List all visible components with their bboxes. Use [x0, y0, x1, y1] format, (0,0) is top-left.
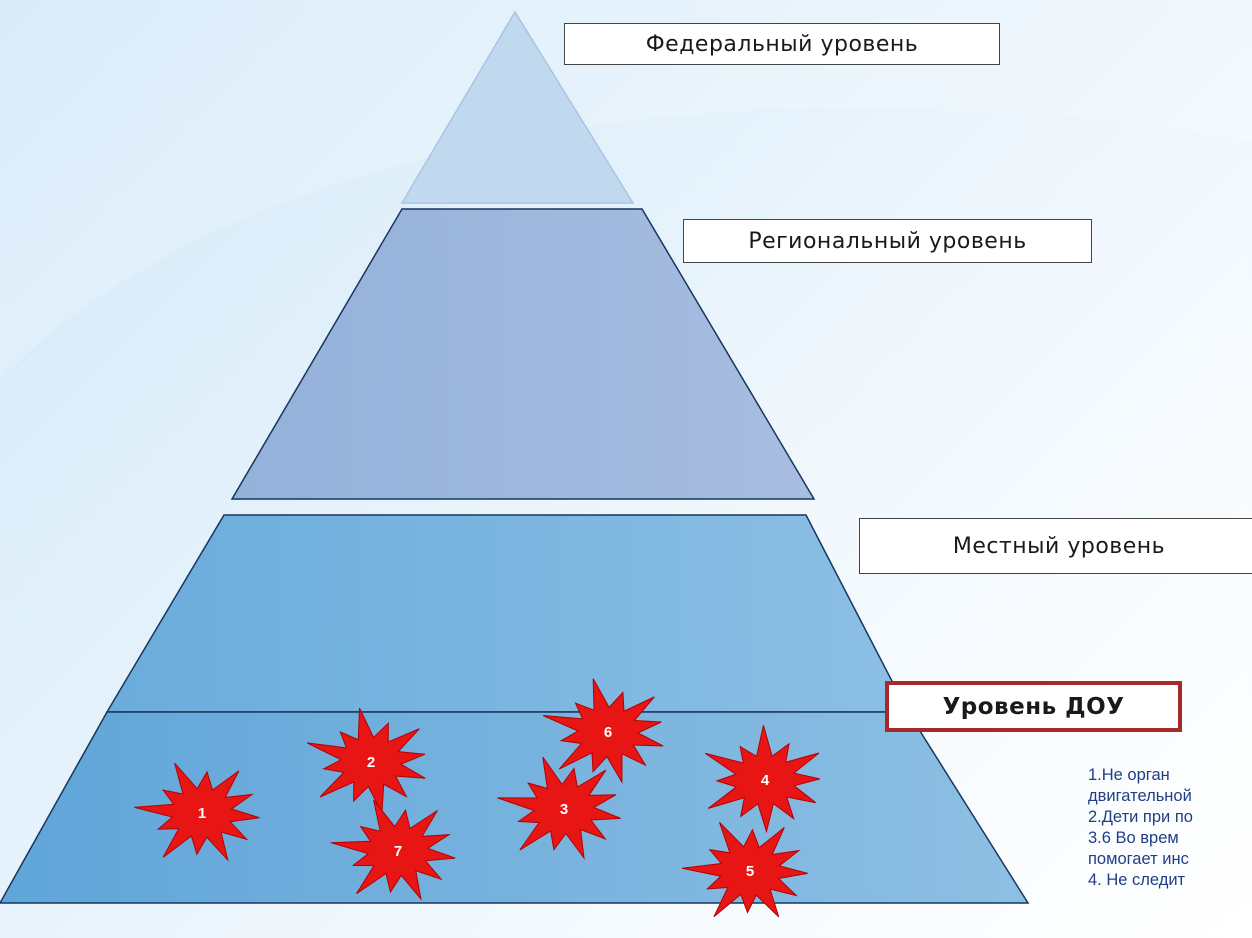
marker-number: 5: [746, 863, 754, 880]
starburst-shape: [681, 821, 808, 918]
starburst-shape: [542, 678, 664, 785]
marker-number: 4: [761, 772, 770, 789]
note-line: 4. Не следит: [1088, 871, 1186, 889]
problems-notes: 1.Не орган двигательной 2.Дети при по 3.…: [1088, 765, 1252, 891]
note-line: помогает инс: [1088, 850, 1189, 868]
dou-level-label: Уровень ДОУ: [885, 681, 1182, 732]
marker-number: 1: [198, 805, 206, 822]
marker-number: 2: [367, 754, 375, 771]
problem-marker: 4: [705, 725, 820, 834]
federal-level-label: Федеральный уровень: [564, 23, 1000, 65]
starburst-shape: [330, 799, 456, 901]
note-line: 1.Не орган: [1088, 766, 1170, 784]
marker-number: 3: [560, 801, 568, 818]
starburst-shape: [134, 762, 260, 862]
problem-marker: 3: [497, 756, 621, 860]
note-line: 3.6 Во врем: [1088, 829, 1179, 847]
problem-marker: 7: [330, 799, 456, 901]
note-line: двигательной: [1088, 787, 1192, 805]
starburst-shape: [705, 725, 820, 834]
regional-level-label: Региональный уровень: [683, 219, 1092, 263]
tier-federal: [400, 10, 635, 204]
background-swoosh: [0, 0, 1252, 380]
problem-marker: 1: [134, 762, 260, 862]
problem-markers: 1 2 3 4 5 6 7: [134, 678, 820, 918]
marker-number: 6: [604, 724, 612, 741]
note-line: 2.Дети при по: [1088, 808, 1193, 826]
problem-marker: 6: [542, 678, 664, 785]
tier-local: [105, 514, 910, 713]
starburst-shape: [497, 756, 621, 860]
problem-marker: 5: [681, 821, 808, 918]
local-level-label: Местный уровень: [859, 518, 1252, 574]
marker-number: 7: [394, 843, 402, 860]
tier-regional: [230, 208, 816, 500]
